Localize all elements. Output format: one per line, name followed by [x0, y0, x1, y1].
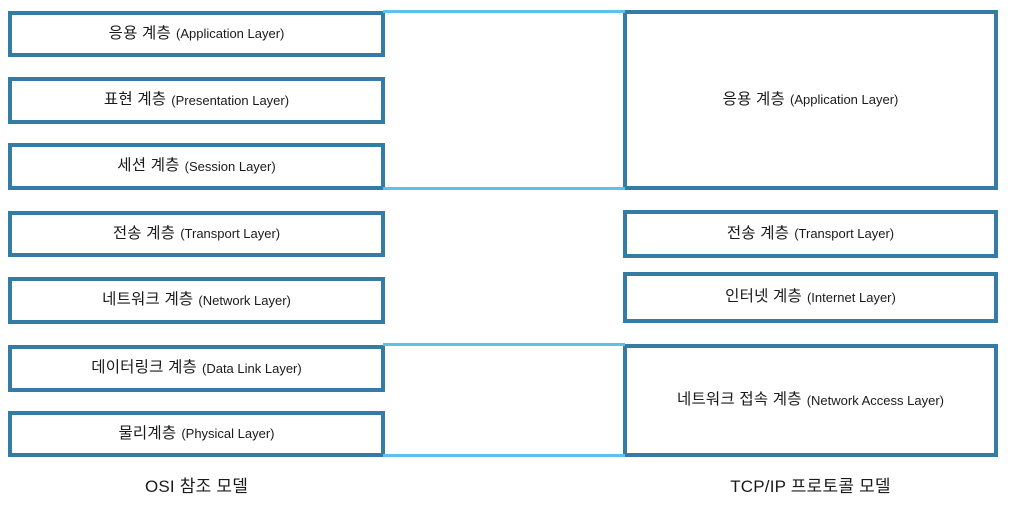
- layer-label-ko: 전송 계층: [726, 224, 790, 242]
- tcpip-layer-internet: 인터넷 계층 (Internet Layer): [623, 272, 998, 323]
- layer-label-ko: 네트워크 계층: [102, 291, 194, 309]
- layer-label-en: (Data Link Layer): [202, 360, 302, 376]
- layer-label-ko: 데이터링크 계층: [91, 359, 197, 377]
- layer-label-en: (Transport Layer): [180, 226, 281, 242]
- connector-line-session-boundary: [383, 187, 625, 190]
- tcpip-layer-transport: 전송 계층 (Transport Layer): [623, 210, 998, 258]
- connector-line-datalink-boundary: [383, 343, 625, 346]
- layer-label-en: (Physical Layer): [181, 426, 275, 442]
- layer-label-en: (Presentation Layer): [171, 92, 290, 108]
- osi-layer-session: 세션 계층 (Session Layer): [8, 143, 385, 190]
- osi-layer-presentation: 표현 계층 (Presentation Layer): [8, 77, 385, 124]
- layer-label-en: (Network Access Layer): [806, 392, 944, 408]
- connector-line-top: [383, 10, 625, 13]
- tcpip-layer-network-access: 네트워크 접속 계층 (Network Access Layer): [623, 344, 998, 457]
- layer-label-ko: 물리계층: [118, 424, 177, 442]
- osi-layer-application: 응용 계층 (Application Layer): [8, 11, 385, 57]
- osi-layer-network: 네트워크 계층 (Network Layer): [8, 277, 385, 324]
- layer-label-en: (Application Layer): [175, 26, 285, 42]
- layer-label-ko: 표현 계층: [103, 91, 167, 109]
- layer-label-en: (Internet Layer): [806, 289, 896, 305]
- layer-label-en: (Network Layer): [198, 292, 291, 308]
- layer-label-en: (Transport Layer): [794, 226, 895, 242]
- tcpip-layer-application: 응용 계층 (Application Layer): [623, 10, 998, 190]
- layer-label-ko: 전송 계층: [112, 224, 176, 242]
- osi-model-caption: OSI 참조 모델: [144, 476, 249, 496]
- tcpip-model-caption: TCP/IP 프로토콜 모델: [730, 476, 891, 496]
- osi-layer-datalink: 데이터링크 계층 (Data Link Layer): [8, 345, 385, 392]
- layer-label-ko: 응용 계층: [108, 24, 171, 42]
- layer-label-ko: 네트워크 접속 계층: [677, 391, 802, 409]
- osi-layer-physical: 물리계층 (Physical Layer): [8, 411, 385, 457]
- osi-layer-transport: 전송 계층 (Transport Layer): [8, 211, 385, 257]
- layer-label-en: (Application Layer): [789, 92, 899, 108]
- layer-label-ko: 응용 계층: [722, 90, 785, 108]
- connector-line-bottom: [383, 454, 625, 457]
- layer-label-en: (Session Layer): [184, 158, 276, 174]
- layer-label-ko: 세션 계층: [117, 157, 180, 175]
- layer-label-ko: 인터넷 계층: [725, 288, 802, 306]
